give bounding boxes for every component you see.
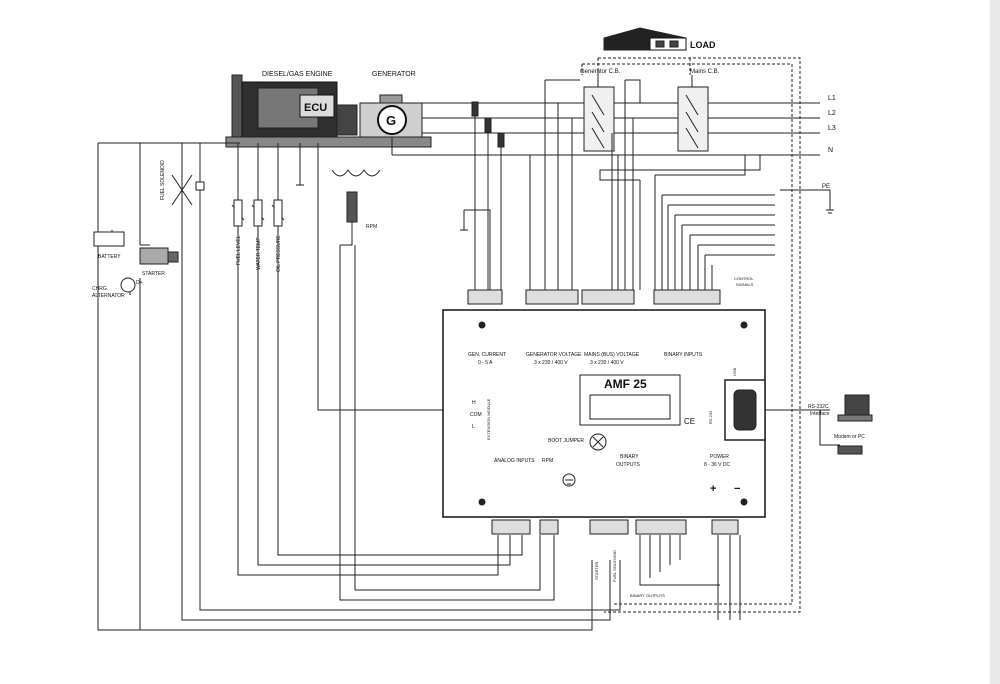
control-signals-2: SIGNALS xyxy=(736,282,754,287)
boot-jumper-label: BOOT JUMPER xyxy=(548,438,584,444)
pe-label: PE xyxy=(822,184,830,190)
alternator-label: ALTERNATOR xyxy=(92,293,125,299)
analog-inputs-label: ANALOG INPUTS xyxy=(494,458,535,464)
load-house-icon xyxy=(603,27,687,51)
ext-com-label: COM xyxy=(470,412,482,418)
water-temp-label: WATER TEMP xyxy=(256,237,262,270)
power-range: 8 - 36 V DC xyxy=(704,462,731,468)
load-label: LOAD xyxy=(690,40,716,50)
ext-h-label: H xyxy=(472,400,476,406)
ecu-label: ECU xyxy=(304,102,327,114)
phase-l3: L3 xyxy=(828,125,836,132)
starter-label: STARTER xyxy=(142,271,165,277)
gen-voltage-label: GENERATOR VOLTAGE xyxy=(526,352,582,358)
bottom-starter-label: STARTER xyxy=(594,562,599,580)
binary-outputs-label-2: OUTPUTS xyxy=(616,462,641,468)
power-label: POWER xyxy=(710,454,729,460)
engine-label: DIESEL/GAS ENGINE xyxy=(262,71,333,78)
binary-inputs-label: BINARY INPUTS xyxy=(664,352,703,358)
mains-voltage-range: 3 x 230 / 400 V xyxy=(590,360,624,366)
rs232-port-label: RS 232 xyxy=(708,410,713,424)
bottom-fuel-label: FUEL SOLENOID xyxy=(612,550,617,582)
usb-port-label: USB xyxy=(732,367,737,376)
phase-n: N xyxy=(828,147,833,154)
phase-l1: L1 xyxy=(828,95,836,102)
phase-l2: L2 xyxy=(828,110,836,117)
power-minus: − xyxy=(734,483,740,495)
bottom-binary-outputs-label: BINARY OUTPUTS xyxy=(630,593,665,598)
generator-block xyxy=(359,94,423,138)
oil-pressure-label: OIL PRESSURE xyxy=(276,235,282,272)
pickup-label: RPM xyxy=(366,224,377,230)
controller-name: AMF 25 xyxy=(604,377,647,391)
modem-label: Modem or PC xyxy=(834,434,865,440)
extension-module-label: EXTENSION MODULE xyxy=(486,398,491,440)
generator-symbol: G xyxy=(386,113,396,128)
ext-l-label: L xyxy=(472,424,475,430)
fuel-level-label: FUEL LEVEL xyxy=(236,235,242,265)
power-plus: + xyxy=(710,483,716,495)
battery-label: BATTERY xyxy=(98,254,121,260)
page-edge xyxy=(990,0,1000,684)
gen-voltage-range: 3 x 230 / 400 V xyxy=(534,360,568,366)
fuel-solenoid-label: FUEL SOLENOID xyxy=(160,160,166,200)
ce-mark: CE xyxy=(684,417,695,426)
gen-cb-label: Generator C.B. xyxy=(580,69,621,75)
chrg-label: CHRG. xyxy=(92,286,108,292)
gen-current-label: GEN. CURRENT xyxy=(468,352,506,358)
engine-block xyxy=(225,74,432,148)
mains-voltage-label: MAINS (BUS) VOLTAGE xyxy=(584,352,640,358)
mains-cb-label: Mains C.B. xyxy=(690,69,720,75)
pc-interface-2: Interface xyxy=(810,411,830,417)
d-plus-label: D+ xyxy=(136,280,143,286)
control-signals-1: CONTROL xyxy=(734,276,754,281)
gen-current-range: 0 - 5 A xyxy=(478,360,493,366)
binary-outputs-label-1: BINARY xyxy=(620,454,639,460)
generator-label: GENERATOR xyxy=(372,71,416,78)
pc-interface-1: RS-232C xyxy=(808,404,829,410)
rpm-label: RPM xyxy=(542,458,553,464)
